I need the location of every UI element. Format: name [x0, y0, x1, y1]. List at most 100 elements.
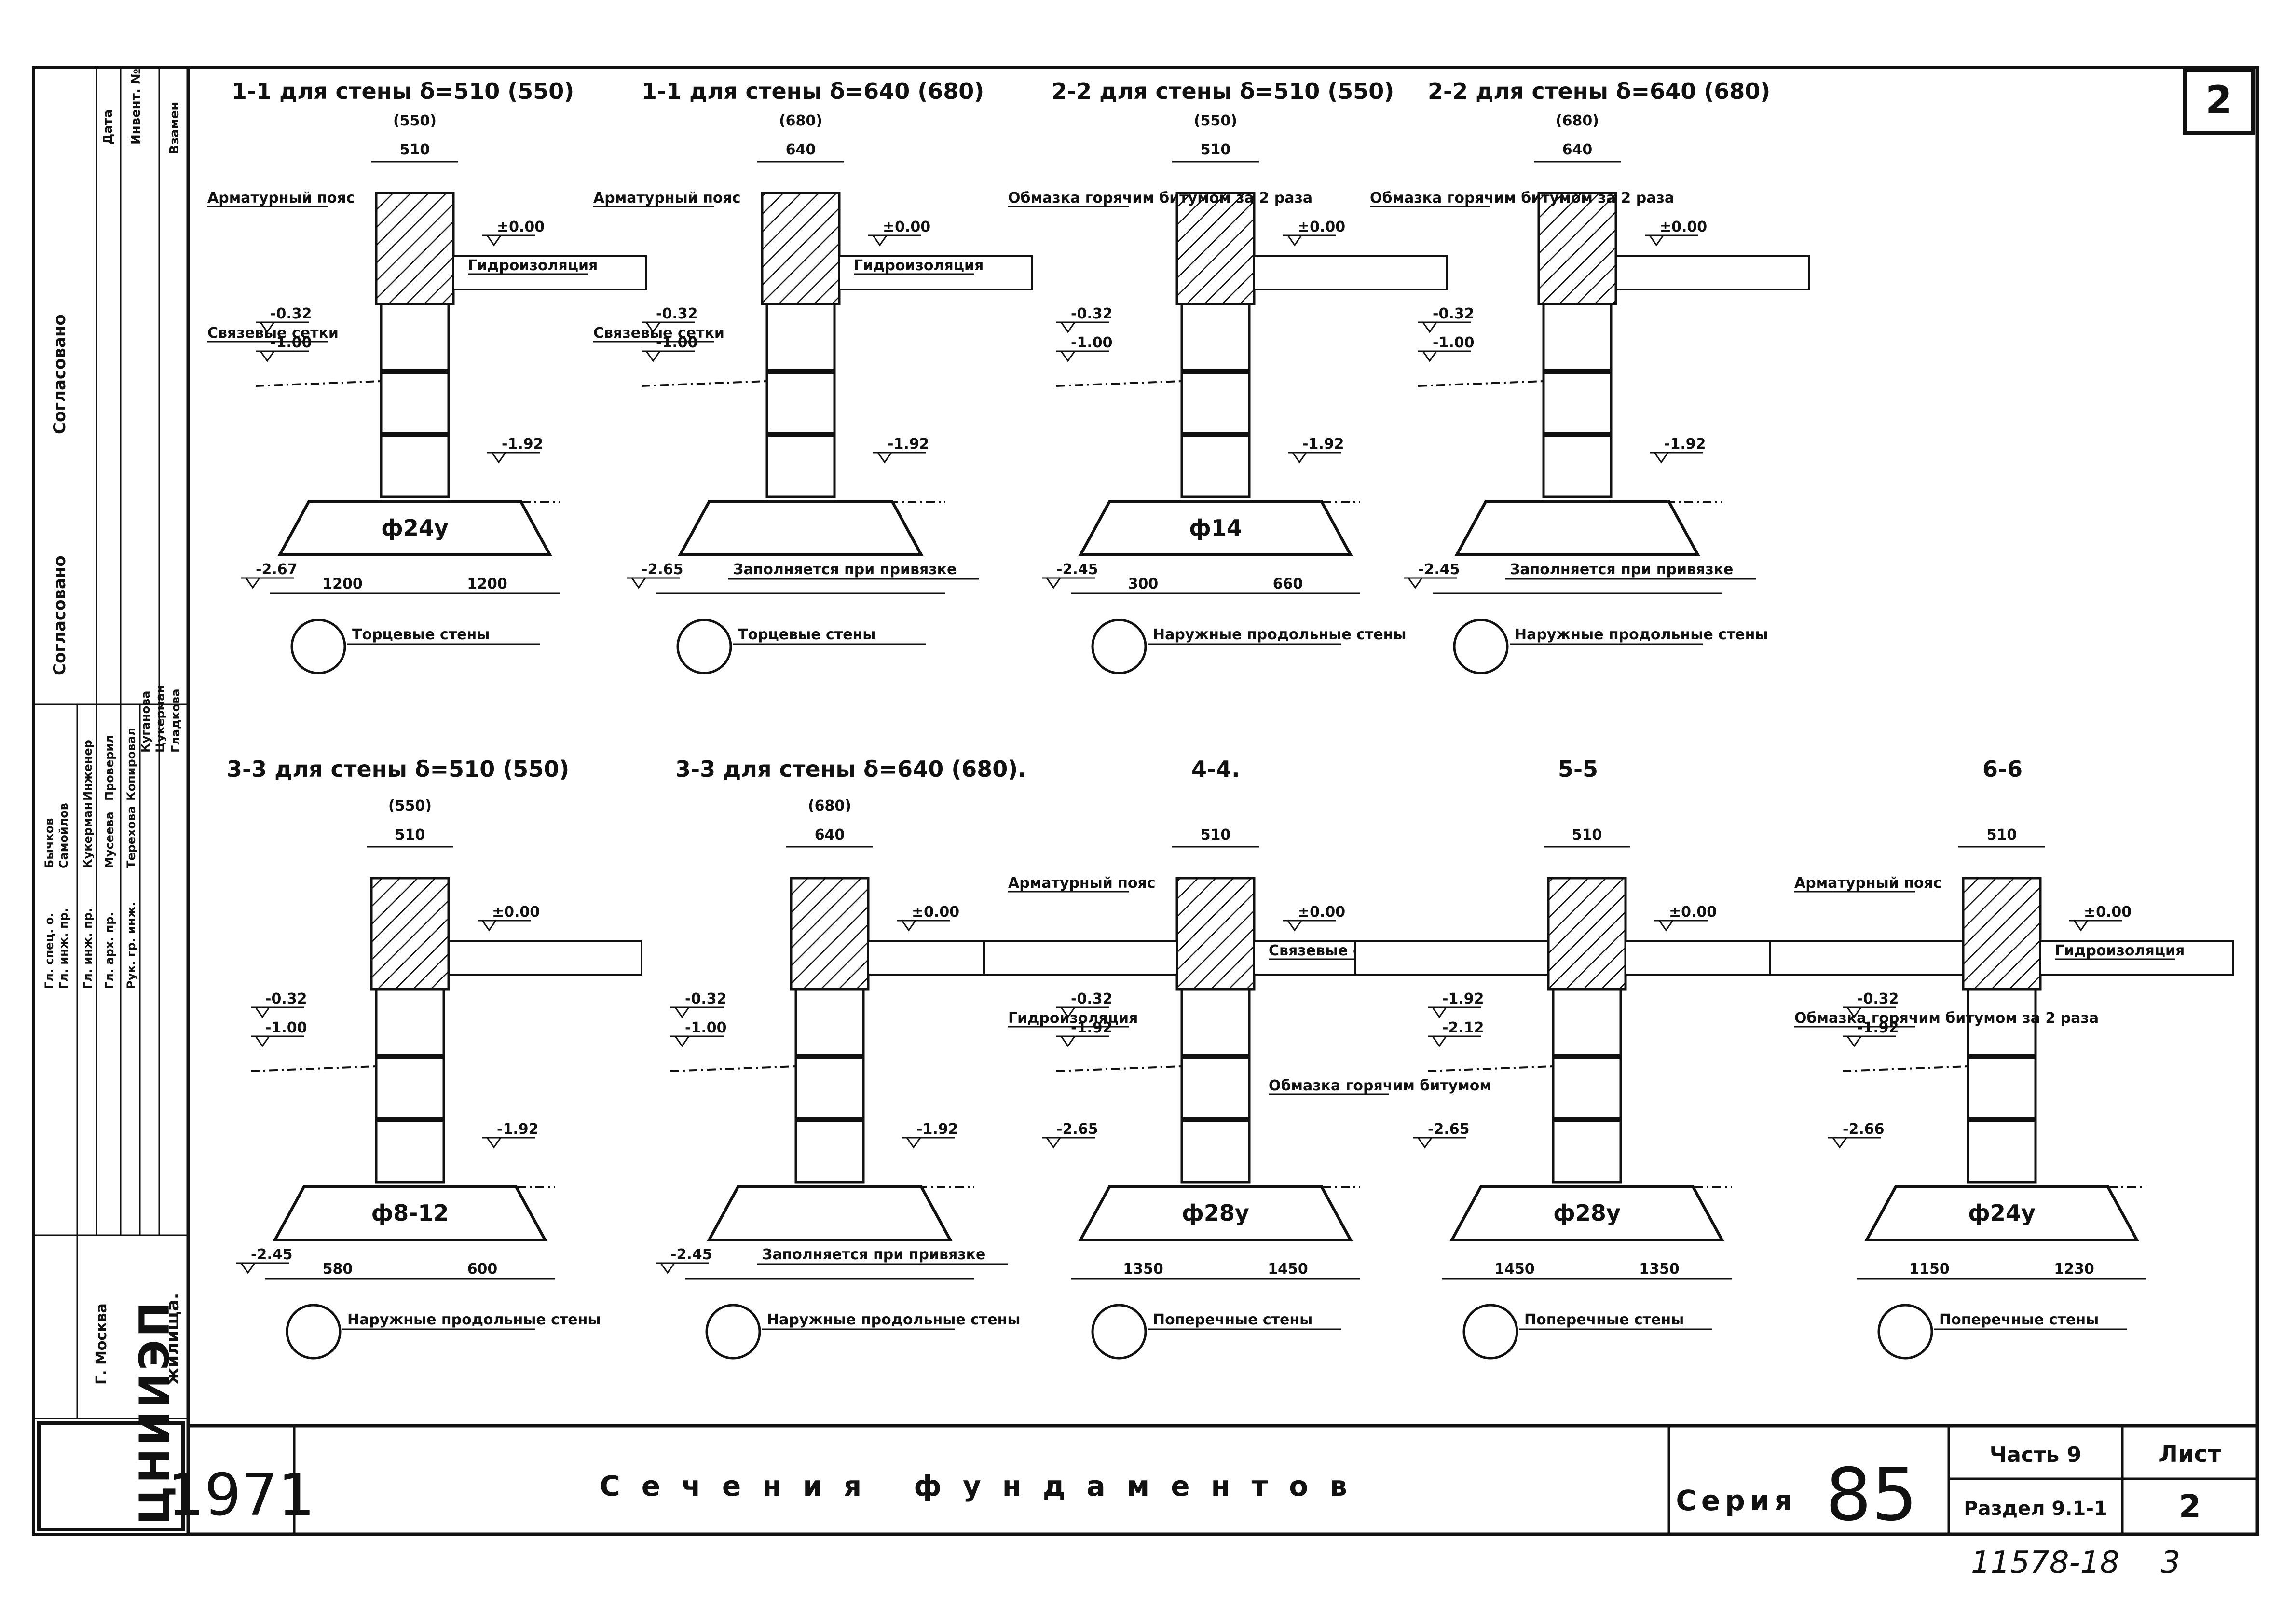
level-mark: -2.45 — [1056, 561, 1098, 578]
section-title: 2-2 для стены δ=640 (680) — [1428, 78, 1770, 104]
width-alt-dim: (680) — [808, 798, 851, 814]
level-triangle — [1060, 1036, 1076, 1047]
bubble-caption: Поперечные стены — [1939, 1311, 2099, 1328]
ground-line — [1427, 1065, 1554, 1072]
name-0: Бычков — [42, 818, 56, 868]
foundation-wall — [1542, 303, 1613, 498]
armature-belt — [761, 192, 841, 305]
floor-slab — [838, 255, 1033, 290]
floor-slab — [452, 255, 647, 290]
level-mark: -2.67 — [256, 561, 297, 578]
ground-line — [1056, 380, 1182, 387]
armature-belt — [1175, 877, 1256, 991]
width-main-dim: 510 — [395, 826, 425, 843]
ground-line — [1418, 380, 1544, 387]
level-triangle — [674, 1007, 690, 1018]
doc-suffix: 3 — [2161, 1545, 2181, 1581]
footing-dim-left: 1150 — [1909, 1261, 1950, 1278]
floor-slab-left — [1354, 940, 1549, 976]
level-triangle — [645, 322, 661, 333]
level-mark: ±0.00 — [883, 219, 930, 235]
section-title: 6-6 — [1982, 756, 2023, 782]
series-number: 85 — [1826, 1453, 1918, 1537]
ground-line — [250, 1065, 377, 1072]
width-main-dim: 640 — [1562, 141, 1593, 158]
foundation-wall — [380, 303, 450, 498]
level-mark: -2.66 — [1843, 1121, 1884, 1138]
footing-block — [1078, 500, 1353, 556]
level-mark: -2.65 — [1056, 1121, 1098, 1138]
callout-label: Обмазка горячим битумом за 2 раза — [1794, 1010, 2099, 1027]
level-mark: ±0.00 — [1669, 904, 1717, 921]
section-s1a: 1-1 для стены δ=510 (550)(550)510ф24у120… — [207, 78, 647, 674]
footing-dim-right: 1230 — [2054, 1261, 2094, 1278]
width-main-dim: 640 — [815, 826, 845, 843]
footing-mark: ф28у — [1553, 1200, 1621, 1226]
width-main-dim: 510 — [1201, 141, 1231, 158]
section-title: 1-1 для стены δ=510 (550) — [232, 78, 574, 104]
level-triangle — [1287, 920, 1302, 932]
footing-block — [272, 1185, 548, 1241]
bubble-caption: Наружные продольные стены — [767, 1311, 1021, 1328]
section-bubble — [290, 619, 346, 674]
sections-layer: 1-1 для стены δ=510 (550) (550) 510 ф24у 120… — [207, 78, 2234, 1360]
level-triangle — [674, 1036, 690, 1047]
callout-label: Гидроизоляция — [468, 257, 598, 274]
inv-replaces: Взамен — [167, 102, 182, 154]
level-mark: -2.65 — [642, 561, 683, 578]
section-title: 4-4. — [1191, 756, 1240, 782]
level-triangle — [245, 578, 260, 589]
footing-dim-left: 1350 — [1123, 1261, 1163, 1278]
level-mark: ±0.00 — [492, 904, 540, 921]
ground-line — [1056, 1065, 1182, 1072]
floor-slab — [448, 940, 642, 976]
level-mark: -0.32 — [1071, 305, 1112, 322]
section-bubble — [1091, 1304, 1147, 1360]
level-triangle — [1408, 578, 1423, 589]
ground-line — [1842, 1065, 1968, 1072]
floor-slab — [2039, 940, 2234, 976]
foundation-wall — [1967, 988, 2037, 1184]
level-triangle — [491, 452, 506, 464]
width-alt-dim: (550) — [388, 798, 432, 814]
footing-block — [1449, 1185, 1725, 1241]
name-4: Терехова — [124, 806, 138, 868]
footing-block — [1454, 500, 1701, 556]
level-triangle — [1432, 1007, 1447, 1018]
bubble-caption: Поперечные стены — [1524, 1311, 1684, 1328]
level-triangle — [1292, 452, 1307, 464]
level-mark: -1.00 — [1071, 334, 1112, 351]
armature-belt — [375, 192, 455, 305]
footing-mark: ф24у — [1968, 1200, 2036, 1226]
section-bubble — [1877, 1304, 1933, 1360]
foundation-wall — [794, 988, 865, 1184]
section-title: 2-2 для стены δ=510 (550) — [1052, 78, 1394, 104]
level-triangle — [1060, 322, 1076, 333]
bubble-caption: Торцевые стены — [738, 626, 875, 643]
level-mark: -2.45 — [1418, 561, 1460, 578]
footing-dim-left: 1200 — [322, 576, 363, 592]
armature-belt — [1962, 877, 2042, 991]
level-mark: -2.65 — [1428, 1121, 1469, 1138]
footing-mark: ф8-12 — [371, 1200, 449, 1226]
level-triangle — [260, 351, 275, 362]
section-title: 3-3 для стены δ=640 (680). — [675, 756, 1026, 782]
level-triangle — [1432, 1036, 1447, 1047]
logo-sub: жилища. — [163, 1293, 183, 1385]
section-label: Раздел 9.1-1 — [1964, 1498, 2107, 1520]
footing-dim-right: 1350 — [1639, 1261, 1680, 1278]
section-s3b: 3-3 для стены δ=640 (680).(680)640Заполн… — [656, 756, 1062, 1360]
level-mark: ±0.00 — [2084, 904, 2132, 921]
bubble-caption: Поперечные стены — [1153, 1311, 1312, 1328]
bubble-caption: Наружные продольные стены — [1515, 626, 1768, 643]
level-mark: -1.00 — [685, 1019, 726, 1036]
level-mark: -1.00 — [270, 334, 312, 351]
level-mark: -1.92 — [1857, 1019, 1899, 1036]
bubble-caption: Наружные продольные стены — [1153, 626, 1407, 643]
footing-block — [277, 500, 553, 556]
level-mark: -2.45 — [251, 1246, 292, 1263]
